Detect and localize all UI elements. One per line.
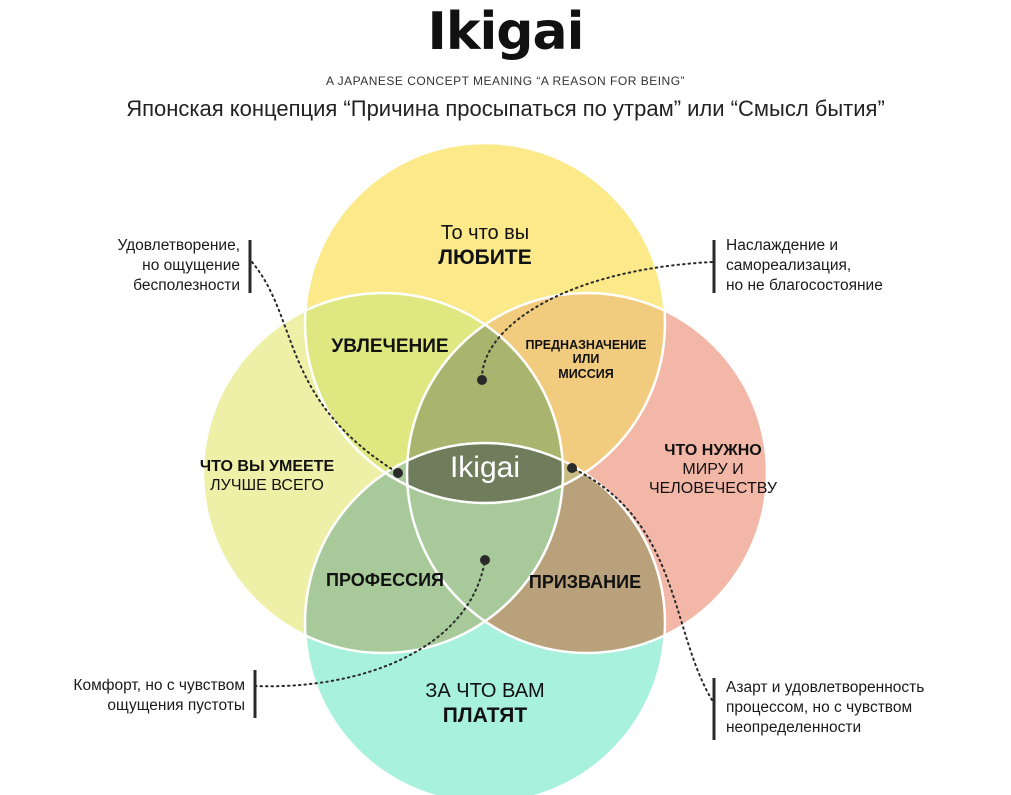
note-top-left-line1: Удовлетворение, (117, 237, 241, 254)
label-paid-for-line2: ПЛАТЯТ (442, 703, 528, 727)
page-title: Ikigai (427, 2, 585, 62)
dot-top-left (393, 468, 403, 478)
label-good-at-line2: ЛУЧШЕ ВСЕГО (210, 476, 324, 494)
note-top-right-line3: но не благосостояние (726, 277, 883, 295)
label-mission: ПРЕДНАЗНАЧЕНИЕ ИЛИ МИССИЯ (505, 338, 667, 381)
connector-top-right (480, 261, 713, 381)
label-good-at: ЧТО ВЫ УМЕЕТЕ ЛУЧШЕ ВСЕГО (172, 458, 362, 496)
overlap-triple-left (407, 293, 563, 503)
label-mission-line1: ПРЕДНАЗНАЧЕНИЕ (525, 338, 647, 352)
note-top-right-line1: Наслаждение и (726, 237, 839, 254)
page-subtitle: A JAPANESE CONCEPT MEANING “A REASON FOR… (325, 74, 686, 88)
note-top-left-line2: но ощущение (142, 257, 240, 275)
label-world-needs-line3: ЧЕЛОВЕЧЕСТВУ (648, 479, 778, 497)
dot-bottom-left (480, 555, 490, 565)
label-world-needs: ЧТО НУЖНО МИРУ И ЧЕЛОВЕЧЕСТВУ (628, 442, 798, 499)
note-bottom-right-line2: процессом, но с чувством (726, 699, 913, 717)
connector-top-left (251, 261, 399, 474)
note-bottom-right-line3: неопределенности (726, 719, 862, 737)
label-love: То что вы ЛЮБИТЕ (405, 222, 565, 270)
label-profession: ПРОФЕССИЯ (326, 570, 444, 590)
label-good-at-line1: ЧТО ВЫ УМЕЕТЕ (199, 458, 335, 475)
label-paid-for: ЗА ЧТО ВАМ ПЛАТЯТ (405, 680, 565, 728)
label-passion: УВЛЕЧЕНИЕ (331, 336, 449, 357)
russian-heading: Японская концепция “Причина просыпаться … (126, 96, 885, 121)
note-top-left: Удовлетворение, но ощущение бесполезност… (60, 236, 241, 296)
note-bottom-left: Комфорт, но с чувством ощущения пустоты (20, 676, 245, 716)
connector-bottom-right (571, 467, 713, 701)
note-top-right: Наслаждение и самореализация, но не благ… (726, 236, 966, 296)
label-world-needs-line2: МИРУ И (682, 460, 744, 478)
connector-bottom-left (254, 559, 486, 688)
note-bottom-right: Азарт и удовлетворенность процессом, но … (726, 678, 991, 738)
label-world-needs-line1: ЧТО НУЖНО (664, 442, 762, 459)
label-vocation: ПРИЗВАНИЕ (528, 572, 642, 592)
note-bottom-right-line1: Азарт и удовлетворенность (726, 679, 925, 696)
label-paid-for-line1: ЗА ЧТО ВАМ (425, 680, 545, 702)
note-bottom-left-line2: ощущения пустоты (107, 697, 245, 715)
note-top-left-line3: бесполезности (133, 277, 240, 295)
note-bottom-left-line1: Комфорт, но с чувством (73, 677, 245, 694)
label-center-ikigai: Ikigai (449, 451, 521, 484)
dot-top-right (477, 375, 487, 385)
dot-bottom-right (567, 463, 577, 473)
label-love-line1: То что вы (440, 222, 530, 244)
label-mission-line2: ИЛИ (572, 352, 600, 367)
note-top-right-line2: самореализация, (726, 257, 852, 275)
label-love-line2: ЛЮБИТЕ (438, 245, 532, 269)
label-mission-line3: МИССИЯ (558, 366, 614, 381)
